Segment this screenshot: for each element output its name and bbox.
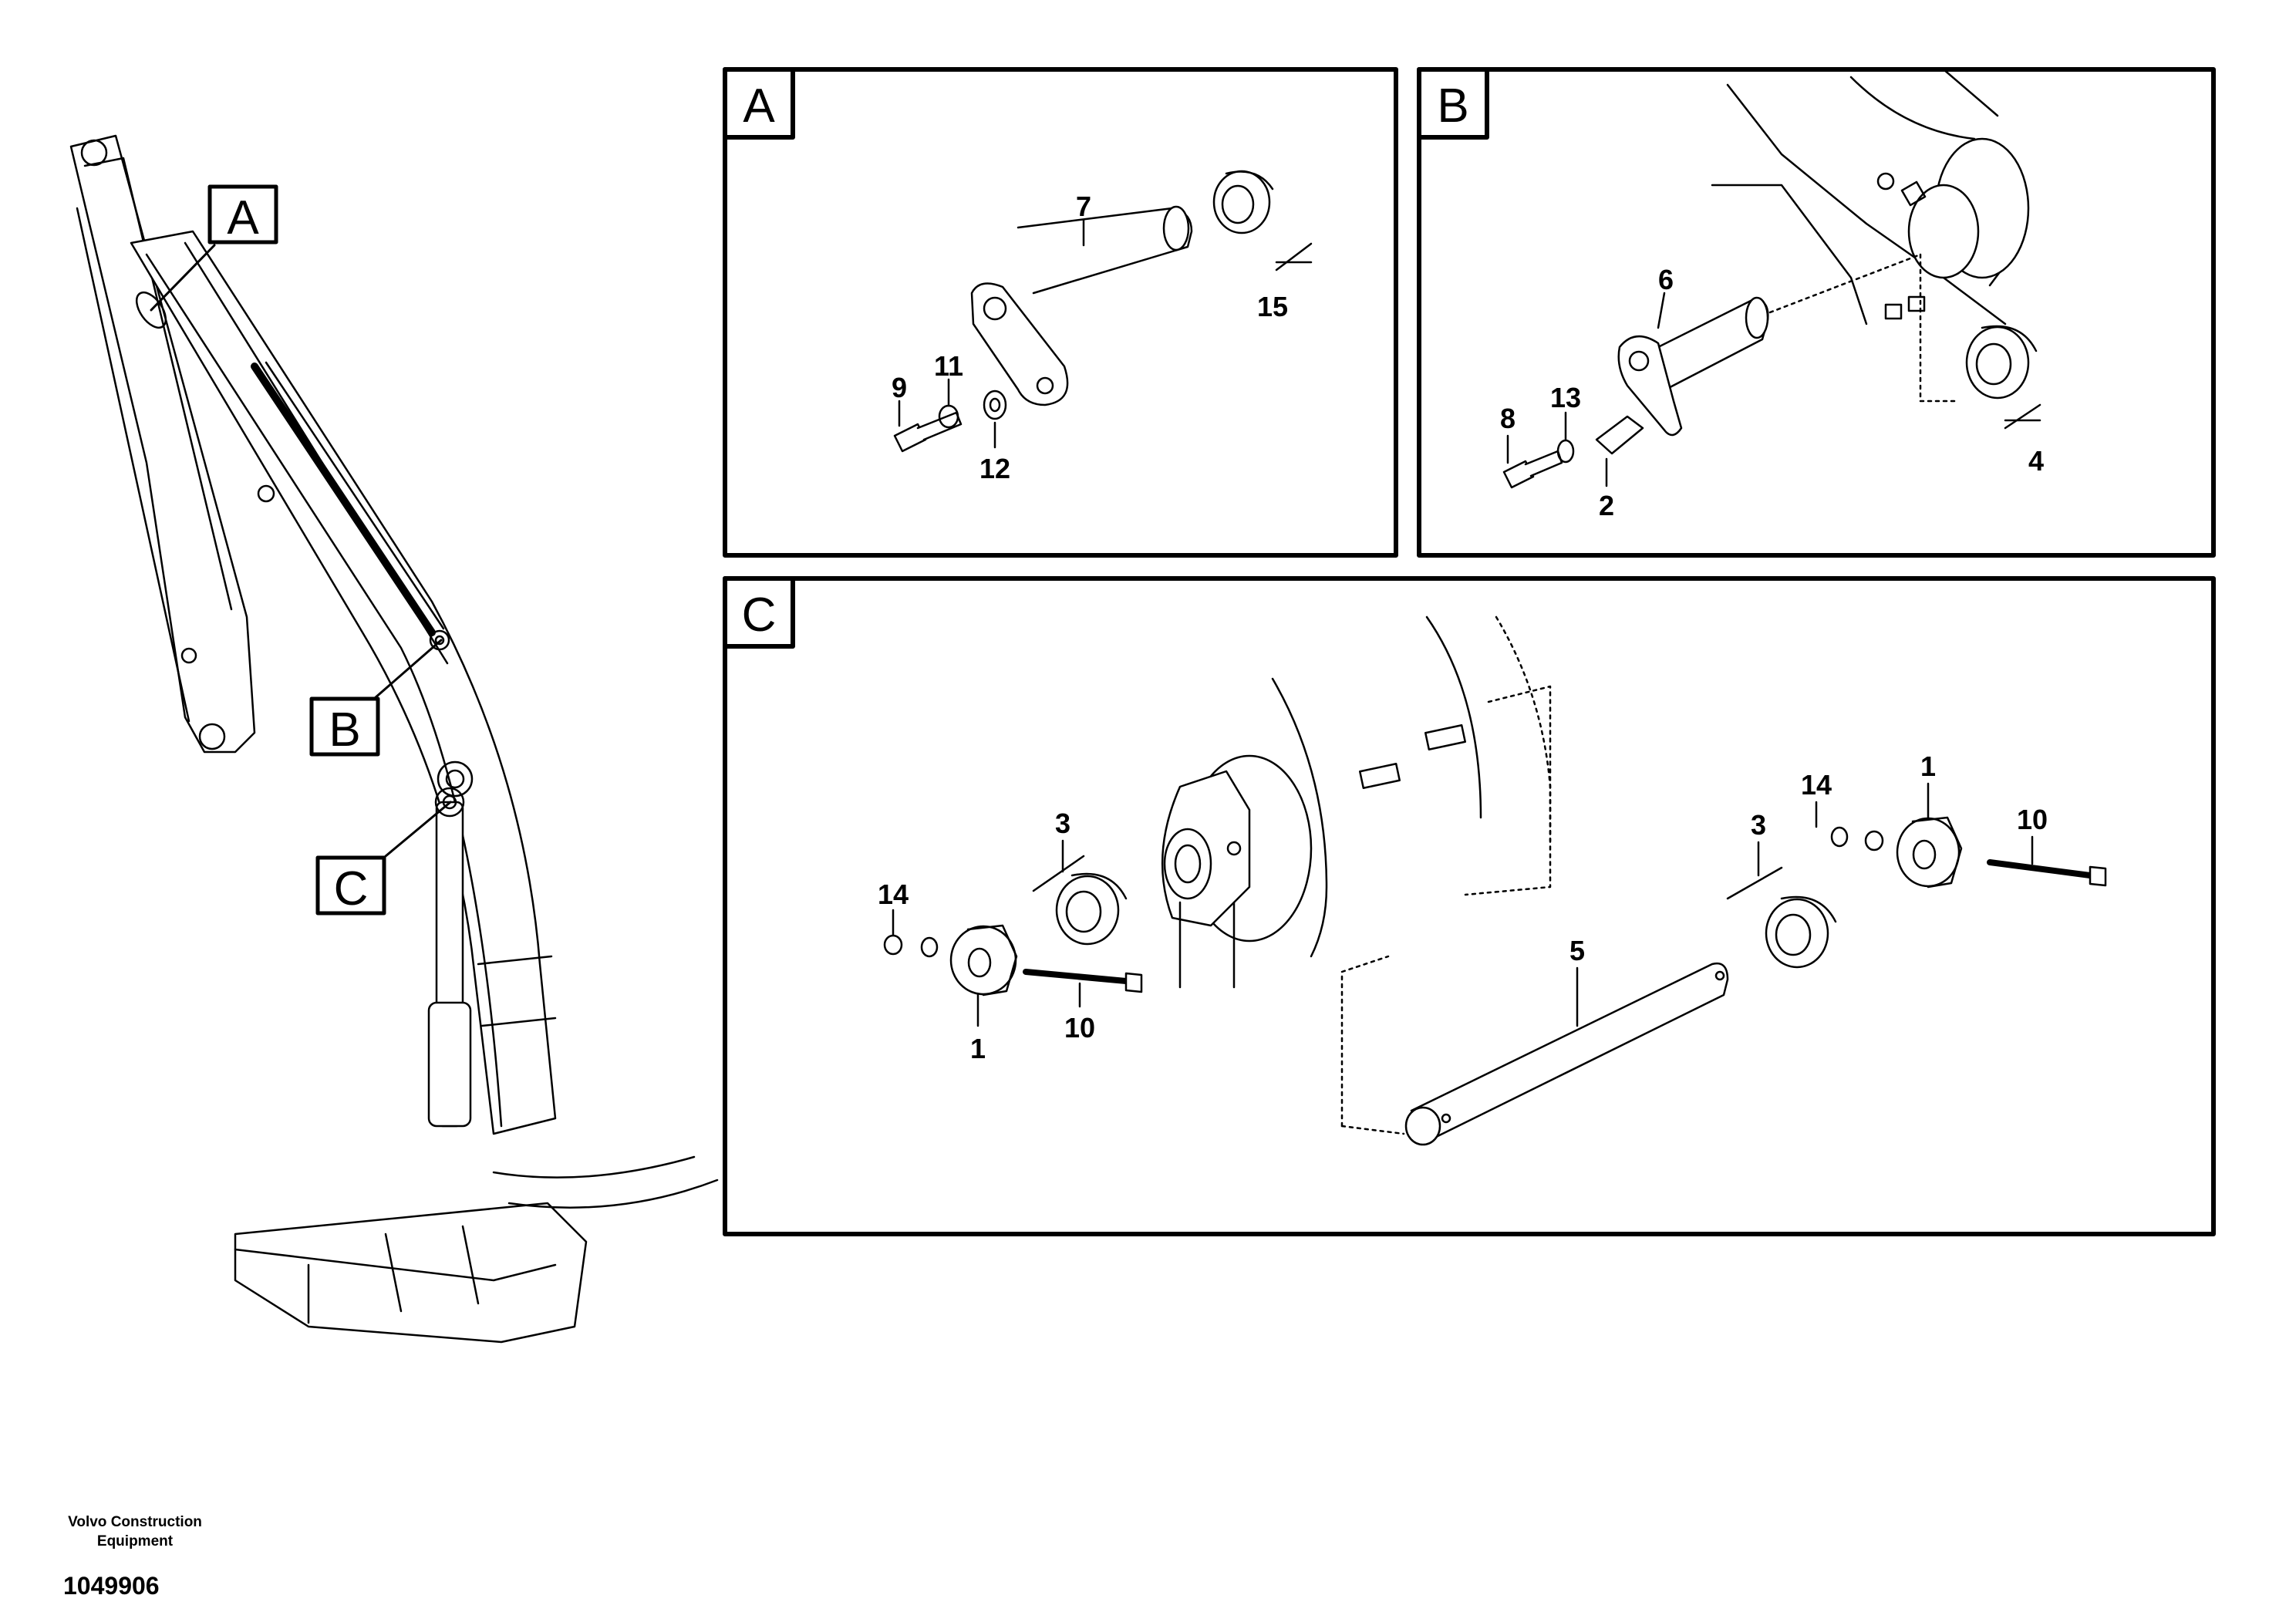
part-label-b-washer: 13 xyxy=(1550,382,1581,413)
part-label-c-left-nut: 14 xyxy=(878,878,909,910)
part-label-a-flat-washer: 12 xyxy=(979,453,1010,484)
part-label-a-screw: 9 xyxy=(892,372,907,403)
part-label-a-pin: 7 xyxy=(1076,191,1091,222)
company-name-line2: Equipment xyxy=(96,1533,174,1549)
panel-c-pin-assembly xyxy=(883,615,2107,1146)
part-label-c-right-bolt: 10 xyxy=(2017,804,2048,835)
overview-callout-c: C xyxy=(334,862,369,916)
part-label-b-pin: 6 xyxy=(1658,264,1674,295)
part-label-a-washer: 11 xyxy=(934,350,963,382)
part-label-b-screw: 8 xyxy=(1500,403,1515,434)
boom-overview-illustration xyxy=(69,134,719,1344)
detail-panel-a xyxy=(723,67,1398,558)
part-label-c-left-collar: 1 xyxy=(970,1033,986,1064)
company-name-line1: Volvo Construction xyxy=(68,1514,202,1530)
overview-callout-a: A xyxy=(227,191,259,244)
panel-c-tag: C xyxy=(742,588,777,642)
part-label-c-pin: 5 xyxy=(1569,935,1585,966)
panel-b-tag: B xyxy=(1437,79,1468,133)
overview-callout-a-box xyxy=(207,184,278,244)
panel-b-pin-assembly xyxy=(1502,68,2038,489)
detail-panel-b xyxy=(1417,67,2216,558)
part-label-c-right-spacer: 3 xyxy=(1751,809,1766,841)
part-label-c-right-collar: 1 xyxy=(1920,750,1936,782)
overview-callout-b: B xyxy=(329,703,360,757)
part-label-b-lock-plate: 2 xyxy=(1599,490,1614,521)
panel-a-tag: A xyxy=(743,79,775,133)
overview-callout-b-box xyxy=(309,696,380,757)
part-label-b-spacer: 4 xyxy=(2028,445,2044,477)
part-label-a-spacer: 15 xyxy=(1257,291,1288,322)
part-label-c-right-nut: 14 xyxy=(1801,769,1832,801)
part-label-c-left-spacer: 3 xyxy=(1055,808,1070,839)
panel-a-pin-assembly xyxy=(893,170,1274,453)
drawing-number: 1049906 xyxy=(63,1572,160,1600)
overview-callout-c-box xyxy=(315,855,386,916)
detail-panel-c xyxy=(723,576,2216,1236)
part-label-c-left-bolt: 10 xyxy=(1064,1012,1095,1044)
